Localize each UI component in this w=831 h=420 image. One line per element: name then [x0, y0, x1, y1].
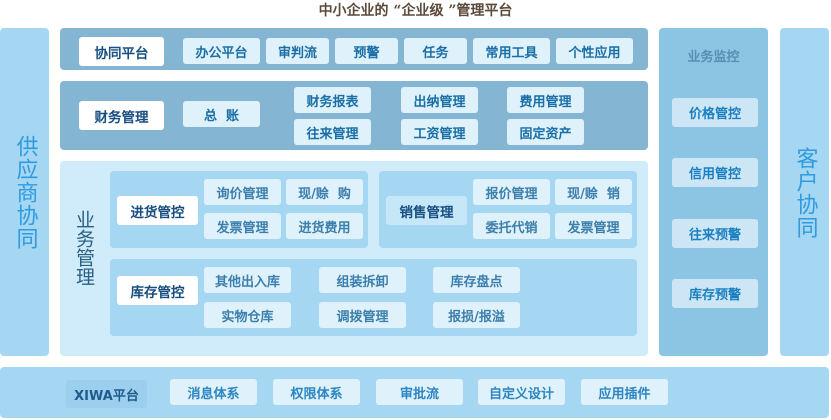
purchase-item[interactable]: 发票管理: [204, 213, 281, 239]
sales-item[interactable]: 报价管理: [473, 179, 550, 205]
inventory-item[interactable]: 实物仓库: [204, 302, 291, 328]
finance-item[interactable]: 财务报表: [294, 87, 371, 113]
monitor-item[interactable]: 往来预警: [672, 219, 758, 248]
finance-item[interactable]: 总 账: [183, 101, 260, 127]
collab-item[interactable]: 预警: [335, 38, 398, 64]
collab-platform-label: 协同平台: [79, 37, 164, 66]
customer-collab-label: 客户协同: [792, 147, 818, 239]
platform-item[interactable]: 权限体系: [273, 379, 360, 405]
collab-item[interactable]: 任务: [404, 38, 467, 64]
purchase-item[interactable]: 询价管理: [204, 179, 281, 205]
platform-label: XIWA平台: [66, 380, 147, 408]
collab-item[interactable]: 审判流: [266, 38, 329, 64]
collab-item[interactable]: 办公平台: [183, 38, 260, 64]
finance-item[interactable]: 工资管理: [401, 119, 478, 145]
inventory-item[interactable]: 报损/报溢: [433, 302, 520, 328]
purchase-item[interactable]: 现/赊 购: [286, 179, 363, 205]
finance-item[interactable]: 固定资产: [507, 119, 584, 145]
diagram-title: 中小企业的 “企业级 ”管理平台: [318, 3, 513, 19]
monitor-label: 业务监控: [687, 49, 740, 65]
finance-item[interactable]: 出纳管理: [401, 87, 478, 113]
inventory-label: 库存管控: [117, 276, 198, 305]
finance-label: 财务管理: [79, 101, 164, 130]
supplier-collab-label: 供应商协同: [12, 134, 38, 250]
platform-item[interactable]: 应用插件: [581, 379, 668, 405]
business-label: 业务管理: [73, 210, 95, 286]
sales-label: 销售管理: [386, 196, 467, 225]
purchase-label: 进货管控: [117, 196, 198, 225]
inventory-item[interactable]: 库存盘点: [433, 267, 520, 293]
monitor-item[interactable]: 信用管控: [672, 158, 758, 187]
platform-item[interactable]: 审批流: [376, 379, 463, 405]
sales-item[interactable]: 发票管理: [555, 213, 632, 239]
collab-item[interactable]: 个性应用: [556, 38, 633, 64]
monitor-item[interactable]: 库存预警: [672, 279, 758, 308]
inventory-item[interactable]: 组装拆卸: [319, 267, 406, 293]
platform-item[interactable]: 消息体系: [170, 379, 257, 405]
monitor-item[interactable]: 价格管控: [672, 98, 758, 127]
finance-item[interactable]: 费用管理: [507, 87, 584, 113]
sales-item[interactable]: 现/赊 销: [555, 179, 632, 205]
finance-item[interactable]: 往来管理: [294, 119, 371, 145]
platform-item[interactable]: 自定义设计: [478, 379, 565, 405]
sales-item[interactable]: 委托代销: [473, 213, 550, 239]
inventory-item[interactable]: 调拨管理: [319, 302, 406, 328]
collab-item[interactable]: 常用工具: [473, 38, 550, 64]
purchase-item[interactable]: 进货费用: [286, 213, 363, 239]
customer-collab-column: 客户协同: [780, 28, 829, 356]
inventory-item[interactable]: 其他出入库: [204, 267, 291, 293]
supplier-collab-column: 供应商协同: [0, 28, 49, 356]
